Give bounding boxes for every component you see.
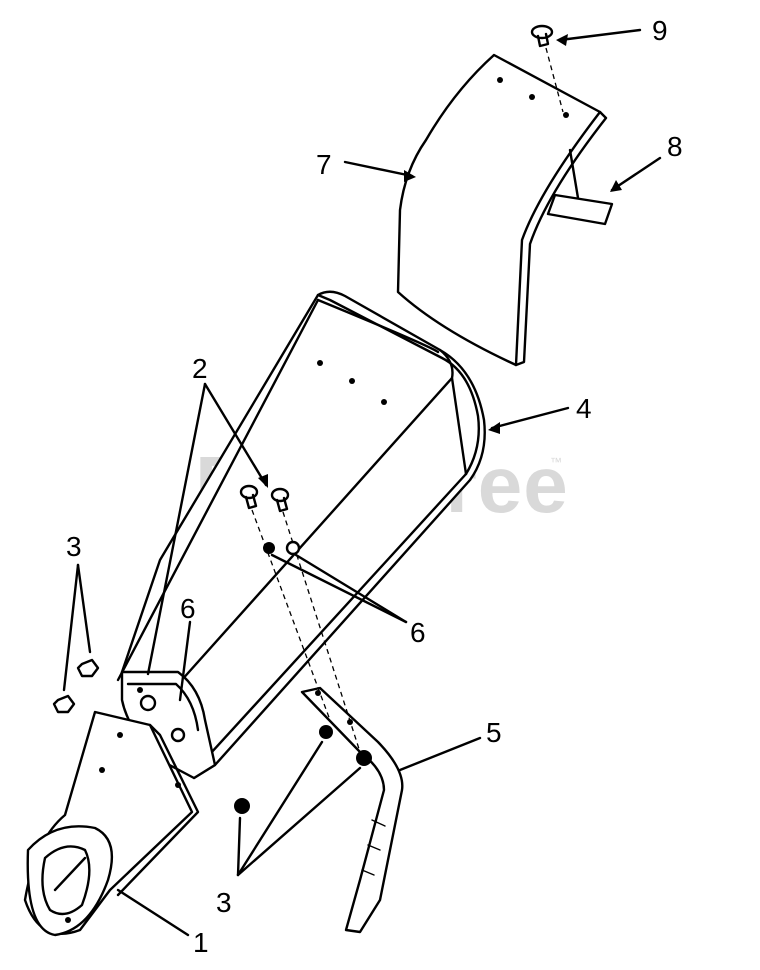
callout-1: 1: [193, 927, 209, 958]
callout-6-right: 6: [410, 617, 426, 648]
callout-6-left: 6: [180, 593, 196, 624]
part-8-bracket: [546, 148, 614, 226]
part-7-deflector-plate: [396, 53, 608, 367]
part-9-bolt: [530, 24, 564, 113]
watermark-trademark: ™: [550, 455, 562, 469]
callout-3-bottom: 3: [216, 887, 232, 918]
part-6-washers: [263, 540, 301, 556]
callout-9: 9: [652, 15, 668, 46]
part-4-discharge-chute: [116, 290, 486, 780]
callout-7: 7: [316, 149, 332, 180]
callout-5: 5: [486, 717, 502, 748]
callout-3-left: 3: [66, 531, 82, 562]
part-3-nuts: [52, 658, 372, 814]
callout-4: 4: [576, 393, 592, 424]
callout-8: 8: [667, 131, 683, 162]
part-1-chute-base: [23, 710, 200, 937]
callout-2: 2: [192, 353, 208, 384]
part-5-handle: [300, 686, 404, 934]
chute-lower-mount: [120, 670, 217, 780]
leader-lines: [62, 28, 662, 937]
part-2-bolts: [239, 484, 361, 753]
